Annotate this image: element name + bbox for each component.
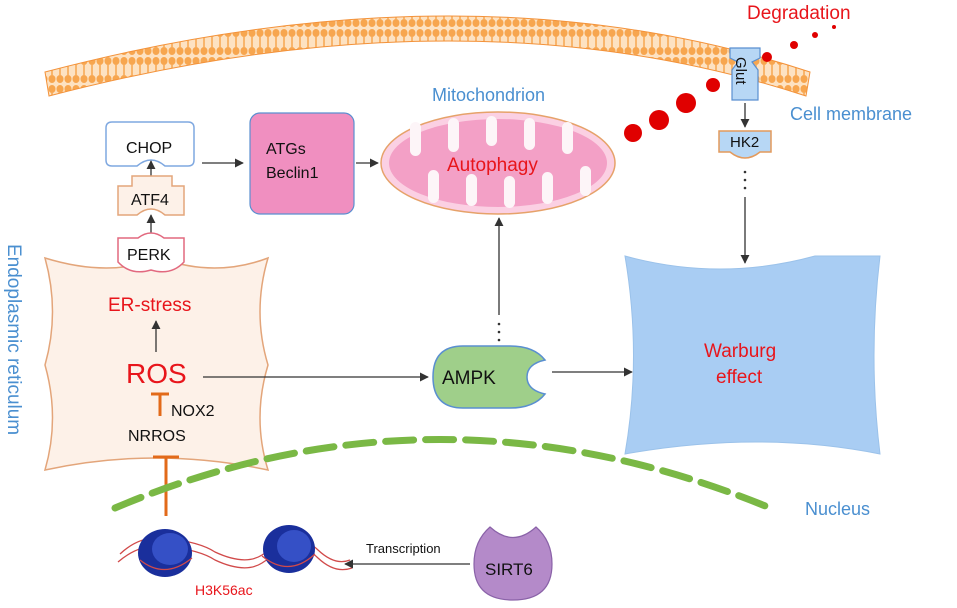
- ampk-shape: [432, 345, 547, 409]
- hk2-dotted-line: [743, 170, 747, 190]
- transcription-label: Transcription: [366, 541, 441, 556]
- er-label: Endoplasmic reticulum: [3, 244, 24, 435]
- mitochondrion-label: Mitochondrion: [432, 85, 545, 105]
- nucleus-label: Nucleus: [805, 499, 870, 519]
- hk2-box: [718, 130, 772, 159]
- nox2-label: NOX2: [171, 403, 215, 420]
- ros-label: ROS: [126, 358, 187, 389]
- atgs-beclin1-box: [249, 112, 355, 215]
- cell-membrane: [44, 15, 811, 97]
- atf4-box: [117, 175, 185, 216]
- cell-membrane-label: Cell membrane: [790, 104, 912, 124]
- warburg-shape: [624, 255, 881, 455]
- h3k56ac-label: H3K56ac: [195, 582, 253, 598]
- sirt6-label: SIRT6: [485, 560, 533, 579]
- glut-label: Glut: [732, 57, 749, 85]
- er-stress-label: ER-stress: [108, 295, 191, 316]
- nox2-inhibition: [151, 392, 169, 416]
- sirt6-shape: [473, 526, 553, 601]
- beclin1-label: Beclin1: [266, 165, 319, 182]
- atf4-label: ATF4: [131, 192, 169, 209]
- nucleus-envelope: [111, 436, 779, 514]
- degradation-dots: [624, 25, 836, 142]
- ampk-dotted-line: [497, 322, 501, 342]
- chop-box: [105, 121, 195, 167]
- warburg-label-line1: Warburg: [704, 341, 776, 362]
- atgs-label: ATGs: [266, 141, 306, 158]
- chop-label: CHOP: [126, 140, 172, 157]
- warburg-label-line2: effect: [716, 367, 763, 388]
- perk-box: [117, 232, 185, 273]
- glut-transporter: [729, 47, 761, 101]
- autophagy-label: Autophagy: [447, 155, 538, 176]
- perk-label: PERK: [127, 247, 171, 264]
- degradation-label: Degradation: [747, 3, 851, 24]
- nucleosome-dna: [117, 525, 353, 577]
- mitochondrion: [380, 111, 616, 215]
- hk2-label: HK2: [730, 134, 759, 151]
- nrros-label: NRROS: [128, 428, 186, 445]
- ampk-label: AMPK: [442, 368, 496, 389]
